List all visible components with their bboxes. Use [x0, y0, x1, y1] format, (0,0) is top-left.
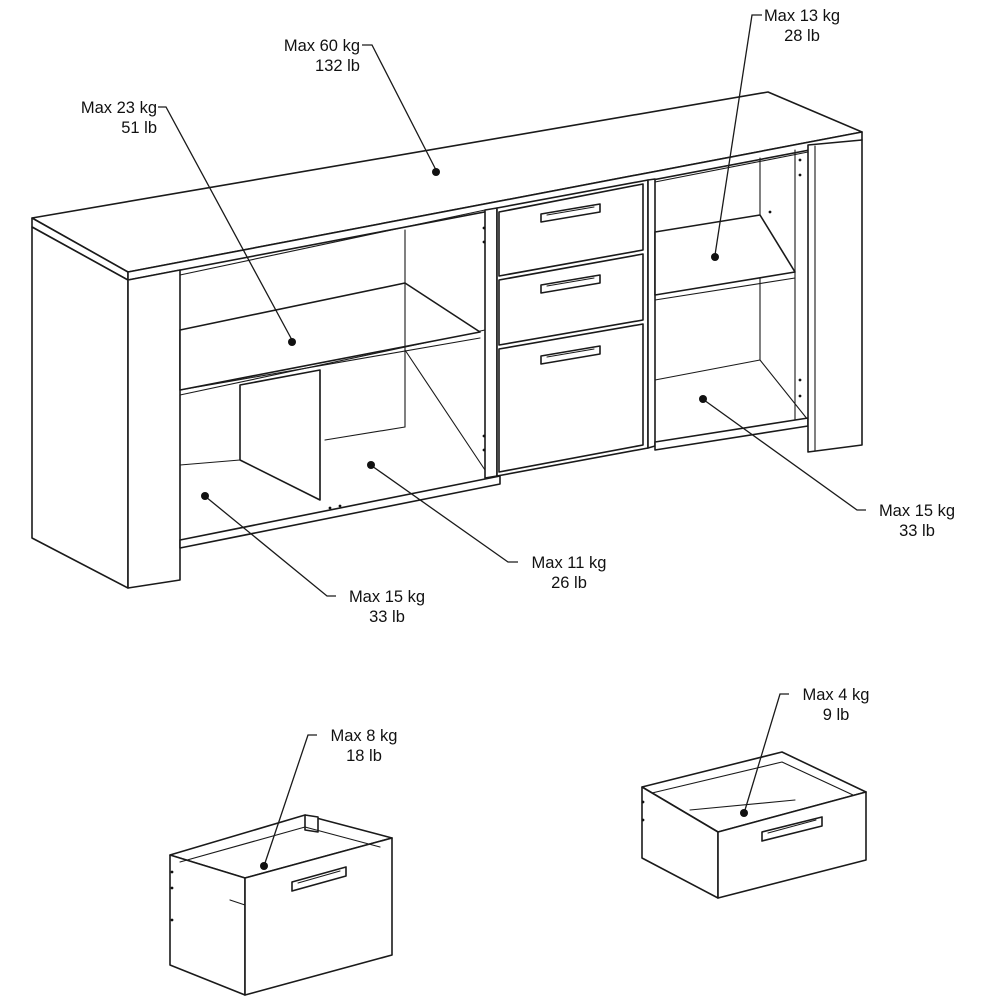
label-top-kg: Max 60 kg: [283, 37, 360, 55]
upper-left-shelf: [179, 282, 481, 391]
drawer-front-2: [498, 253, 644, 346]
label-upper-right-shelf: Max 13 kg 28 lb: [752, 6, 852, 46]
drawer-front-3: [498, 323, 644, 473]
drawer-handle-1: [540, 203, 601, 223]
cabinet: [31, 91, 863, 589]
label-large-drawer-lb: 18 lb: [346, 747, 382, 765]
upper-right-shelf: [654, 214, 796, 296]
large-drawer-handle: [291, 866, 347, 892]
small-drawer-handle: [761, 816, 823, 842]
label-lower-right-shelf-kg: Max 15 kg: [878, 502, 956, 520]
label-lower-middle-shelf: Max 11 kg 26 lb: [514, 553, 624, 593]
leader-top: [362, 44, 440, 176]
left-bottom-rail: [179, 475, 501, 549]
left-front-post: [127, 269, 181, 589]
drawer-handle-2: [540, 274, 601, 294]
large-drawer: [169, 814, 393, 996]
label-upper-left-shelf: Max 23 kg 51 lb: [45, 98, 157, 138]
label-lower-right-shelf: Max 15 kg 33 lb: [862, 501, 972, 541]
label-top: Max 60 kg 132 lb: [250, 36, 360, 76]
label-small-drawer-lb: 9 lb: [822, 706, 850, 724]
label-upper-right-shelf-kg: Max 13 kg: [763, 7, 841, 25]
leader-small-drawer: [740, 693, 789, 817]
center-divider: [484, 207, 498, 479]
right-bottom-rail: [654, 417, 809, 451]
label-large-drawer: Max 8 kg 18 lb: [312, 726, 416, 766]
label-large-drawer-kg: Max 8 kg: [330, 727, 398, 745]
label-lower-left-shelf-lb: 33 lb: [369, 608, 405, 626]
label-top-lb: 132 lb: [315, 57, 360, 75]
label-upper-left-shelf-lb: 51 lb: [121, 119, 157, 137]
label-small-drawer-kg: Max 4 kg: [802, 686, 870, 704]
label-lower-middle-shelf-lb: 26 lb: [551, 574, 587, 592]
label-lower-middle-shelf-kg: Max 11 kg: [531, 554, 607, 572]
leader-lower-right-shelf: [699, 395, 866, 511]
leader-upper-right-shelf: [711, 14, 762, 261]
left-side-panel: [31, 226, 129, 589]
drawer-front-1: [498, 183, 644, 277]
label-lower-left-shelf-kg: Max 15 kg: [348, 588, 426, 606]
leader-lower-left-shelf: [201, 492, 336, 597]
label-lower-right-shelf-lb: 33 lb: [899, 522, 935, 540]
right-divider: [647, 178, 656, 449]
leader-large-drawer: [260, 734, 317, 870]
label-lower-left-shelf: Max 15 kg 33 lb: [332, 587, 442, 627]
lower-left-divider: [239, 369, 321, 501]
drawer-handle-3: [540, 345, 601, 365]
label-small-drawer: Max 4 kg 9 lb: [784, 685, 888, 725]
label-upper-left-shelf-kg: Max 23 kg: [80, 99, 157, 117]
leader-lower-middle-shelf: [367, 461, 518, 563]
small-drawer: [641, 751, 867, 899]
leader-upper-left-shelf: [158, 106, 296, 346]
right-front-post: [807, 139, 863, 453]
label-upper-right-shelf-lb: 28 lb: [784, 27, 820, 45]
